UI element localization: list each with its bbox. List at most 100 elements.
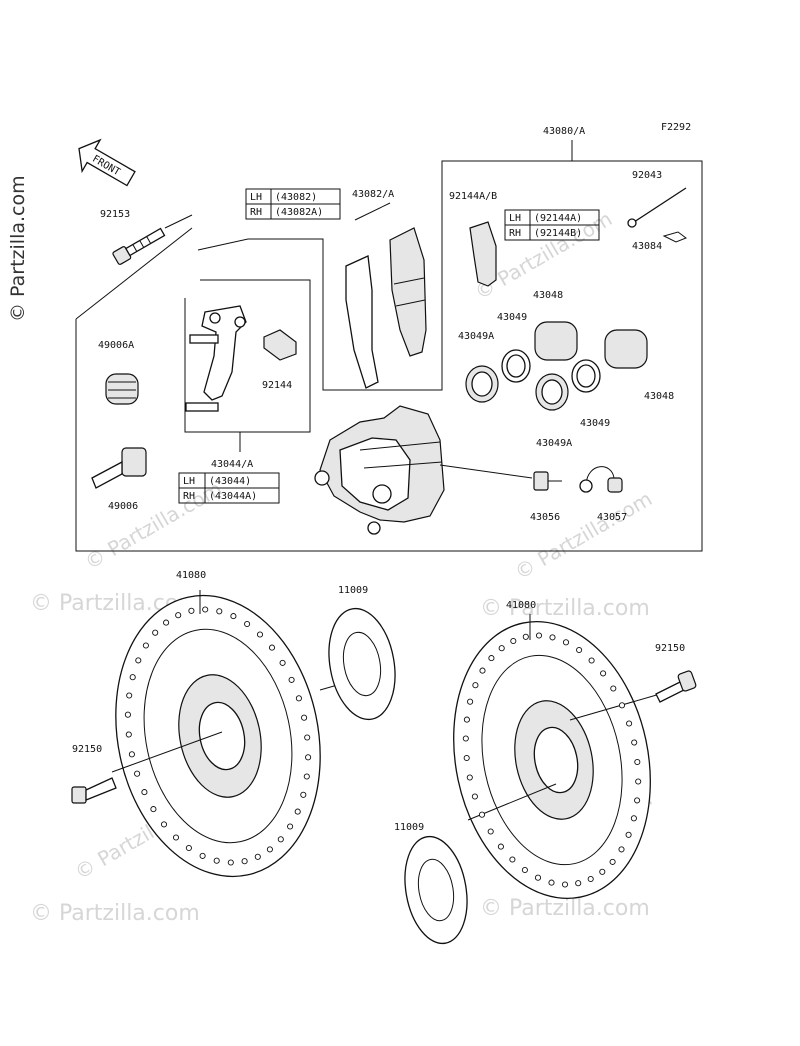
vent-hole [549,634,556,641]
vent-hole [600,670,607,677]
table-row-side: RH [183,491,195,502]
table-row-code: (92144A) [534,213,582,224]
vent-hole [172,834,180,841]
label-dust-seal-upper: 43049A [458,331,494,342]
label-seal-upper: 43049 [497,312,527,323]
vent-hole [609,858,616,865]
vent-hole [509,856,516,863]
caliper-group-outline [75,160,703,552]
spacer-11009-left [328,607,396,721]
brake-pads-43082-drawing [345,227,427,389]
vent-hole [635,778,642,785]
vent-hole [634,758,641,766]
vent-hole [305,754,312,761]
slide-pin-49006-drawing [91,447,147,489]
seal-43049-lower [571,359,601,393]
vent-hole [152,629,159,636]
label-disc-left: 41080 [176,570,206,581]
label-spacer-right: 11009 [394,822,424,833]
leader-line [439,464,533,479]
vent-hole [466,774,473,781]
vent-hole [124,711,131,718]
vent-hole [134,770,141,777]
watermark: © Partzilla.com [30,901,200,926]
label-clip: 43084 [632,241,662,252]
bolt-92150-right [655,670,697,703]
vent-hole [288,676,295,683]
vent-hole [610,685,617,692]
vent-hole [498,645,505,652]
vent-hole [135,657,142,664]
table-row-side: RH [509,228,521,239]
vent-hole [287,823,294,830]
vent-hole [256,631,264,638]
leader-line [164,214,193,229]
figure-code: F2292 [661,122,691,133]
vent-hole [497,843,504,850]
pad-group-outline [197,192,443,391]
label-piston-upper: 43048 [533,290,563,301]
vent-hole [129,674,136,681]
vent-hole [588,657,595,664]
vent-hole [128,751,135,758]
label-piston-lower: 43048 [644,391,674,402]
vent-hole [487,828,494,835]
brake-disc-41080-right [453,620,651,900]
vent-hole [244,620,251,628]
leader-line [354,202,391,221]
vent-hole [213,857,220,864]
vent-hole [266,846,273,853]
vent-hole [463,754,470,762]
bracket-43044-drawing [185,305,247,412]
vent-hole [471,793,478,800]
shim-variant-table: LH (92144A) RH (92144B) [504,209,600,241]
boot-49006a-drawing [105,373,139,405]
label-slide-pin: 49006 [108,501,138,512]
disc-vent-holes [124,606,642,888]
bracket-group-outline [184,279,311,433]
vent-hole [295,695,302,702]
vent-hole [216,608,223,615]
vent-hole [463,716,470,723]
vent-hole [294,808,301,815]
vent-hole [618,702,626,709]
vent-hole [277,836,284,843]
watermark: © Partzilla.com [480,596,650,621]
vent-hole [175,612,182,619]
front-arrow-icon: FRONT [78,138,136,187]
vent-hole [300,791,307,798]
dust-seal-43049a-upper [465,365,499,403]
pad-shim-92144-drawing [469,221,497,287]
vent-hole [125,731,132,738]
vent-hole [467,698,474,705]
vent-hole [535,632,543,639]
vent-hole [626,720,633,727]
vent-hole [304,734,311,741]
vent-hole [478,811,486,818]
vent-hole [534,874,542,881]
table-row-code: (43044A) [209,491,257,502]
caliper-body-drawing [314,405,445,535]
table-row-code: (43082A) [275,207,323,218]
label-disc-right: 41080 [506,600,536,611]
vent-hole [522,633,529,640]
vent-hole [160,821,168,828]
vent-hole [634,797,641,804]
vent-hole [575,880,582,887]
piston-43048-upper [534,321,578,361]
label-boot-a: 49006A [98,340,134,351]
bleeder-cap-43057-drawing [579,466,623,493]
vent-hole [561,881,569,888]
spacer-11009-right [404,835,468,945]
vent-hole [462,735,469,742]
vent-hole [303,773,310,780]
label-pad: 43082/A [352,189,394,200]
vent-hole [268,644,276,651]
vent-hole [587,875,594,883]
vent-hole [188,607,195,614]
clip-43084-drawing [662,231,688,243]
vent-hole [599,868,606,875]
bolt-92150-left [71,777,117,804]
vent-hole [227,859,234,866]
